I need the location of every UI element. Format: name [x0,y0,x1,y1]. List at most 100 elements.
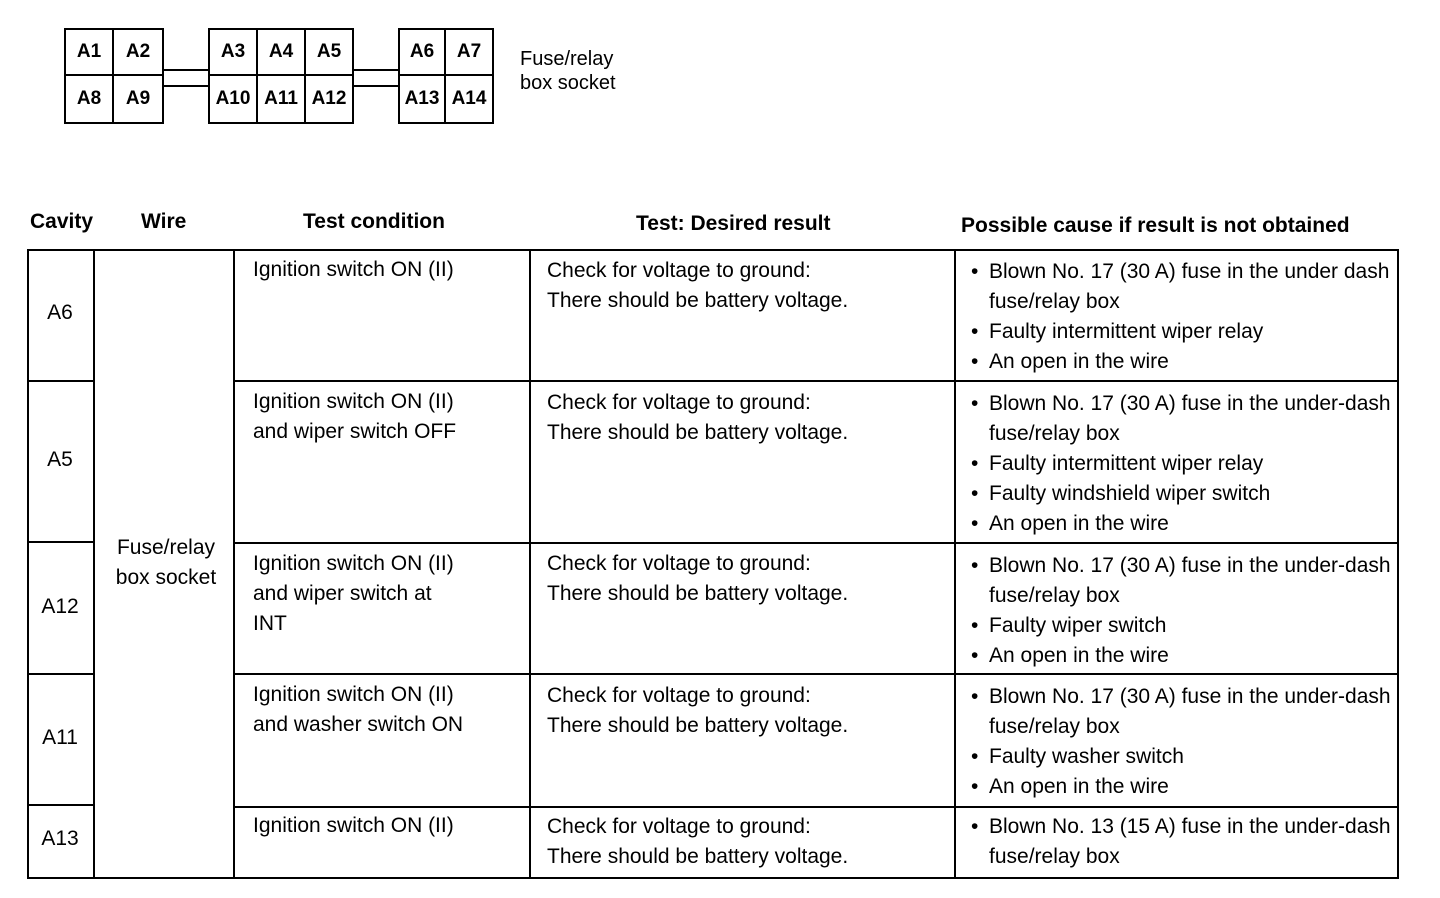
condition-line: INT [253,612,287,635]
connector-label-line1: Fuse/relay [520,48,614,70]
pin-a4: A4 [256,28,306,76]
cause-item: An open in the wire [971,347,1391,377]
header-cavity: Cavity [30,210,94,233]
cause-list: Blown No. 17 (30 A) fuse in the under da… [971,257,1391,377]
pin-a14: A14 [444,74,494,124]
pin-a12: A12 [304,74,354,124]
cause-item: Blown No. 17 (30 A) fuse in the under-da… [971,551,1391,611]
result-line: There should be battery voltage. [547,582,849,605]
header-desired-result: Test: Desired result [636,212,831,235]
result-line: There should be battery voltage. [547,289,849,312]
cause-item: Blown No. 17 (30 A) fuse in the under-da… [971,389,1391,449]
cause-list: Blown No. 13 (15 A) fuse in the under-da… [971,812,1391,872]
table-frame [27,249,1399,879]
result-line: There should be battery voltage. [547,845,849,868]
result-line: There should be battery voltage. [547,421,849,444]
cause-item: Blown No. 17 (30 A) fuse in the under da… [971,257,1391,317]
result-a5: Check for voltage to ground: There shoul… [547,388,848,448]
test-table: A6 A5 A12 A11 A13 Fuse/relay box socket … [27,249,1399,879]
result-line: Check for voltage to ground: [547,552,811,575]
pin-a5: A5 [304,28,354,76]
pin-a13: A13 [398,74,446,124]
row-divider-1a [27,380,95,382]
causes-a12: Blown No. 17 (30 A) fuse in the under-da… [971,551,1391,671]
pin-a10: A10 [208,74,258,124]
cavity-a12: A12 [41,595,79,618]
cause-item: Faulty washer switch [971,742,1391,772]
condition-a5: Ignition switch ON (II) and wiper switch… [253,387,456,447]
col-divider-wire [233,249,235,879]
result-a13: Check for voltage to ground: There shoul… [547,812,848,872]
pin-a6: A6 [398,28,446,76]
condition-line: and washer switch ON [253,713,464,736]
cavity-a6: A6 [47,301,73,324]
wire-label: Fuse/relay box socket [97,533,235,593]
cause-item: Faulty intermittent wiper relay [971,449,1391,479]
row-divider-3a [27,673,95,675]
causes-a6: Blown No. 17 (30 A) fuse in the under da… [971,257,1391,377]
pin-a8: A8 [64,74,114,124]
cause-item: An open in the wire [971,772,1391,802]
result-a12: Check for voltage to ground: There shoul… [547,549,848,609]
row-divider-2a [27,541,95,543]
col-divider-result [954,249,956,879]
cause-item: Faulty wiper switch [971,611,1391,641]
connector-bridge-1 [162,69,210,87]
connector-bridge-2 [352,69,400,87]
cause-item: An open in the wire [971,509,1391,539]
wire-label-line1: Fuse/relay [116,536,216,559]
wire-label-line2: box socket [115,566,217,589]
pin-a7: A7 [444,28,494,76]
result-line: Check for voltage to ground: [547,259,811,282]
causes-a11: Blown No. 17 (30 A) fuse in the under-da… [971,682,1391,802]
pin-a2: A2 [112,28,164,76]
connector-label: Fuse/relay box socket [520,47,616,95]
cause-list: Blown No. 17 (30 A) fuse in the under-da… [971,551,1391,671]
cause-item: An open in the wire [971,641,1391,671]
row-divider-4a [27,804,95,806]
pin-a3: A3 [208,28,258,76]
row-divider-4b [233,806,1399,808]
connector-diagram: A1 A2 A8 A9 A3 A4 A5 A10 A11 A12 A6 A7 A… [0,0,1440,160]
condition-line: and wiper switch OFF [253,420,457,443]
condition-line: Ignition switch ON (II) [253,814,454,837]
cause-item: Blown No. 17 (30 A) fuse in the under-da… [971,682,1391,742]
cause-item: Faulty windshield wiper switch [971,479,1391,509]
result-line: Check for voltage to ground: [547,815,811,838]
header-possible-cause: Possible cause if result is not obtained [961,214,1350,237]
pin-a11: A11 [256,74,306,124]
result-line: Check for voltage to ground: [547,391,811,414]
condition-a11: Ignition switch ON (II) and washer switc… [253,680,463,740]
cause-list: Blown No. 17 (30 A) fuse in the under-da… [971,682,1391,802]
result-line: There should be battery voltage. [547,714,849,737]
header-wire: Wire [141,210,187,233]
connector-label-line2: box socket [520,72,616,94]
row-divider-1b [233,380,1399,382]
result-a11: Check for voltage to ground: There shoul… [547,681,848,741]
row-divider-3b [233,673,1399,675]
col-divider-cavity [93,249,95,879]
cavity-a11: A11 [42,726,78,749]
condition-a6: Ignition switch ON (II) [253,255,454,285]
cavity-a13: A13 [41,827,79,850]
cause-list: Blown No. 17 (30 A) fuse in the under-da… [971,389,1391,539]
condition-a13: Ignition switch ON (II) [253,811,454,841]
causes-a13: Blown No. 13 (15 A) fuse in the under-da… [971,812,1391,872]
row-divider-2b [233,542,1399,544]
header-test-condition: Test condition [303,210,445,233]
cause-item: Faulty intermittent wiper relay [971,317,1391,347]
condition-line: Ignition switch ON (II) [253,258,454,281]
result-line: Check for voltage to ground: [547,684,811,707]
cause-item: Blown No. 13 (15 A) fuse in the under-da… [971,812,1391,872]
causes-a5: Blown No. 17 (30 A) fuse in the under-da… [971,389,1391,539]
condition-a12: Ignition switch ON (II) and wiper switch… [253,549,454,639]
condition-line: and wiper switch at [253,582,432,605]
pin-a1: A1 [64,28,114,76]
condition-line: Ignition switch ON (II) [253,683,454,706]
condition-line: Ignition switch ON (II) [253,390,454,413]
condition-line: Ignition switch ON (II) [253,552,454,575]
cavity-a5: A5 [47,448,73,471]
result-a6: Check for voltage to ground: There shoul… [547,256,848,316]
pin-a9: A9 [112,74,164,124]
col-divider-condition [529,249,531,879]
